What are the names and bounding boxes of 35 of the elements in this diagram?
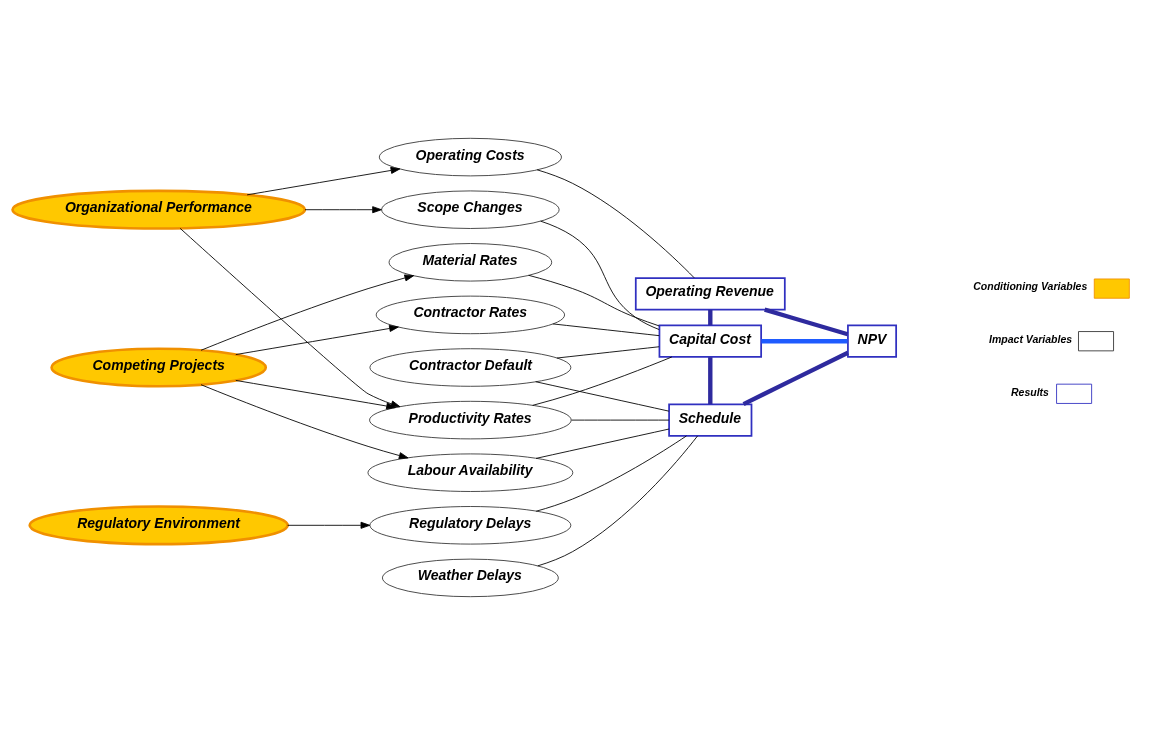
node-ellipse: Scope Changes [381,190,560,229]
connector [535,428,670,459]
node-ellipse: Weather Delays [382,558,559,597]
connector [764,307,849,336]
arrow [235,324,399,355]
arrow [235,379,396,410]
arrow [200,383,409,459]
connector [742,350,849,406]
arrow [304,205,382,213]
connector [708,356,713,404]
connector [556,345,660,358]
connector [528,274,660,326]
node-ellipse: Competing Projects [50,346,268,388]
arrow [200,273,415,351]
legend-label: Conditioning Variables [973,279,1088,292]
connector [532,356,673,406]
node-ellipse: Regulatory Environment [28,504,289,545]
connector [537,435,698,566]
node-ellipse: Regulatory Delays [369,505,572,545]
node-ellipse: Contractor Default [369,347,572,387]
node-box: Operating Revenue [634,276,786,311]
connector [536,168,695,278]
connector [535,435,687,512]
node-ellipse: Organizational Performance [11,189,307,230]
node-box: Capital Cost [658,324,762,358]
node-box: NPV [847,324,897,358]
legend-label: Impact Variables [989,332,1073,345]
arrow [287,521,371,529]
connector [761,338,848,343]
arrow [246,166,401,195]
connector [540,220,660,330]
node-box: Schedule [668,402,753,437]
connector [552,323,660,336]
connector [535,380,670,412]
legend-label: Results [1010,385,1049,398]
